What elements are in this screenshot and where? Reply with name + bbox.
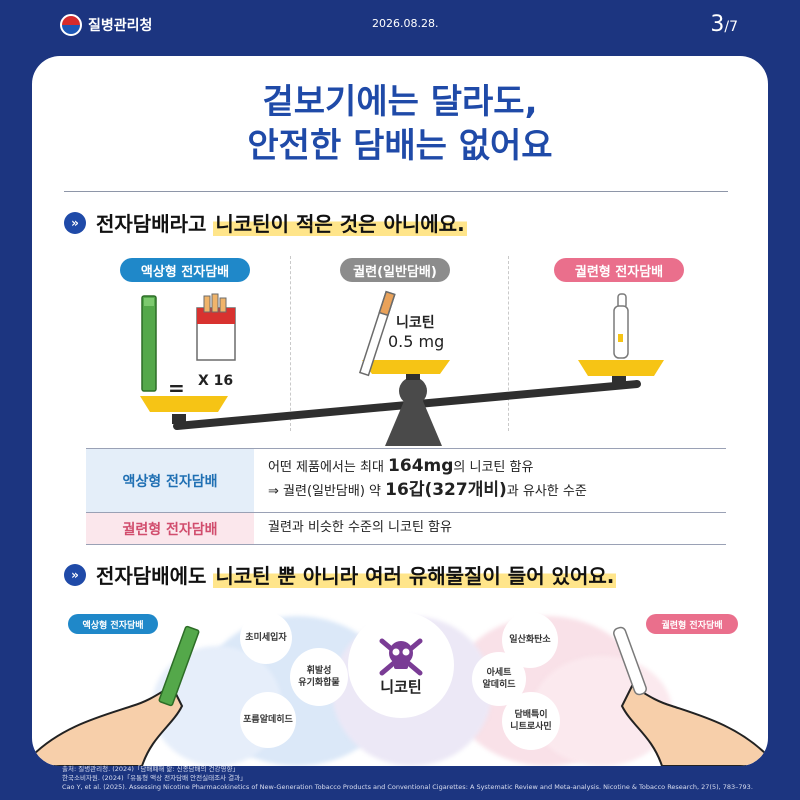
equals-sign: = [168,376,185,400]
column-divider [508,256,509,431]
nicotine-amount: 0.5 mg [388,332,445,351]
table-row: 액상형 전자담배 어떤 제품에서는 최대 164mg의 니코틴 함유 ⇒ 궐련(… [86,449,726,513]
header: 질병관리청 2026.08.28. 3/7 [0,0,800,58]
comparison-table: 액상형 전자담배 어떤 제품에서는 최대 164mg의 니코틴 함유 ⇒ 궐련(… [86,448,726,545]
liquid-ecig-tag: 액상형 전자담배 [68,614,158,634]
row-content-heated: 궐련과 비슷한 수준의 니코틴 함유 [268,520,452,535]
page-total: /7 [724,19,738,35]
page-title-line2: 안전한 담배는 없어요 [247,126,553,166]
pack-multiplier: X 16 [198,373,234,389]
content-card: 겉보기에는 달라도, 안전한 담배는 없어요 » 전자담배라고 니코틴이 적은 … [32,56,768,766]
scale-fulcrum [385,394,442,446]
section1-highlight: 니코틴이 적은 것은 아니에요. [213,212,467,236]
scale-pan-center [362,360,450,374]
max-nicotine-value: 164mg [388,456,454,476]
section1-text: 전자담배라고 [96,212,214,236]
heated-ecig-icon [613,293,629,359]
scale-pan-left [140,396,228,412]
left-hand [32,684,184,766]
section2-text: 전자담배에도 [96,564,214,588]
source-line: 출처: 질병관리청. (2024)「담배폐해 앎: 신종담배의 건강영향」 [62,765,239,773]
publish-date: 2026.08.28. [372,17,439,30]
heated-ecig-pill: 궐련형 전자담배 [554,258,684,282]
pack-equivalent: 16갑(327개비) [385,480,507,500]
source-line: Cao Y, et al. (2025). Assessing Nicotine… [62,783,753,791]
section1-heading: » 전자담배라고 니코틴이 적은 것은 아니에요. [64,208,467,237]
liquid-ecig-icon [158,625,200,707]
page-indicator: 3/7 [710,12,738,37]
right-hand [620,684,768,766]
substance-formaldehyde: 포름알데히드 [240,692,296,748]
cigarette-pill: 궐련(일반담배) [340,258,450,282]
table-row: 궐련형 전자담배 궐련과 비슷한 수준의 니코틴 함유 [86,513,726,545]
agency-name: 질병관리청 [88,18,153,34]
hands-illustration [32,625,768,766]
chevron-icon: » [64,563,86,586]
liquid-ecig-pill: 액상형 전자담배 [120,258,250,282]
nicotine-label: 니코틴 [396,315,435,331]
scale-pan-right [578,360,664,376]
skull-crossbones-icon [379,638,423,676]
nicotine-center: 니코틴 [348,612,454,718]
substance-voc: 휘발성 유기화합물 [290,648,348,706]
balance-scale-illustration [140,290,664,446]
nicotine-center-label: 니코틴 [380,678,422,696]
substance-ultrafine-particles: 초미세입자 [240,612,292,664]
row-content-liquid: 어떤 제품에서는 최대 164mg의 니코틴 함유 ⇒ 궐련(일반담배) 약 1… [268,456,587,500]
agency-logo: 질병관리청 [60,14,152,36]
section2-highlight: 니코틴 뿐 아니라 여러 유해물질이 들어 있어요. [213,564,617,588]
sources: 출처: 질병관리청. (2024)「담배폐해 앎: 신종담배의 건강영향」 한국… [62,765,762,792]
chevron-icon: » [64,211,86,234]
column-divider [290,256,291,431]
heated-ecig-icon [613,626,647,696]
heated-ecig-tag: 궐련형 전자담배 [646,614,738,634]
liquid-ecig-icon [141,295,157,392]
title-divider [64,191,728,192]
page-title-line1: 겉보기에는 달라도, [262,82,538,122]
source-line: 한국소비자원. (2024)「유통형 액상 전자담배 안전실태조사 결과」 [62,774,247,782]
cigarette-icon [358,290,396,377]
row-label-liquid: 액상형 전자담배 [86,449,254,512]
row-label-heated: 궐련형 전자담배 [86,513,254,544]
scale-pivot [399,377,427,405]
substance-tsna: 담배특이 니트로사민 [502,692,560,750]
section2-heading: » 전자담배에도 니코틴 뿐 아니라 여러 유해물질이 들어 있어요. [64,560,617,589]
page-current: 3 [710,12,725,37]
taegeuk-icon [60,14,82,36]
